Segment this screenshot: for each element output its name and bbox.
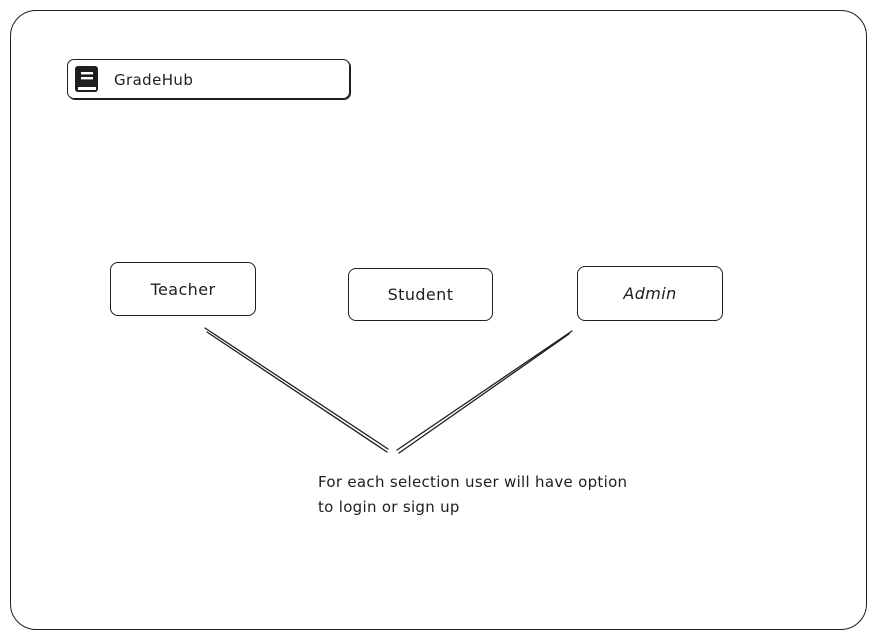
page-frame xyxy=(10,10,867,630)
note-line-2: to login or sign up xyxy=(318,498,460,516)
student-button[interactable]: Student xyxy=(348,268,493,321)
selection-note: For each selection user will have option… xyxy=(318,470,738,520)
note-line-1: For each selection user will have option xyxy=(318,473,628,491)
book-icon xyxy=(75,66,98,92)
teacher-button[interactable]: Teacher xyxy=(110,262,256,316)
app-header: GradeHub xyxy=(67,59,350,99)
admin-button[interactable]: Admin xyxy=(577,266,723,321)
app-title: GradeHub xyxy=(114,71,194,89)
